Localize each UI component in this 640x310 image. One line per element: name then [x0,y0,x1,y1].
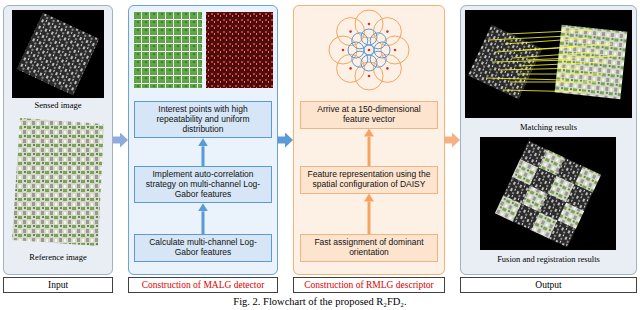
illustration-part [507,30,592,34]
image-ground [12,10,104,98]
reference-image [12,118,104,246]
panel-grounds [3,5,637,275]
illustration-part [355,10,383,38]
illustration-part [368,49,371,52]
illustration-part [355,62,383,90]
image-label: Reference image [3,252,113,262]
feature-map-image [134,12,202,88]
input-panel-ground [3,5,113,275]
illustration-part [492,60,572,62]
image-label: Sensed image [3,100,113,110]
detector-images [134,12,273,88]
stage-arrow [445,137,452,144]
detector-panel-ground [128,5,278,275]
figure-caption: Fig. 2. Flowchart of the proposed R₂FD₂. [0,296,640,308]
illustration-part [373,18,401,46]
illustration-part [349,67,352,70]
panel-heading: Construction of MALG detector [128,277,278,293]
sensed-image [12,10,104,98]
step-text: Implement auto-correlation strategy on m… [139,170,267,199]
output-panel: Output [460,5,637,275]
illustration-part [498,68,580,70]
flow-arrow [202,146,205,166]
illustration-part [503,90,586,92]
step-text: Fast assignment of dominant orientation [305,238,433,258]
illustration-part [364,45,374,55]
descriptor-panel: Construction of RMLG descriptorArrive at… [293,5,445,275]
illustration-part [394,49,397,52]
process-box: Interest points with high repeatability … [134,101,272,138]
optical-image [12,118,104,246]
illustration-part [524,44,612,50]
step-text: Feature representation using the spatial… [305,170,433,190]
daisy-centres [342,23,397,78]
match-lines [486,30,616,92]
step-text: Calculate multi-channel Log-Gabor featur… [139,238,267,258]
illustration-part [368,75,371,78]
illustration-part [373,54,401,82]
illustration-part [517,74,603,75]
daisy-pattern [329,10,409,90]
illustration-part [386,30,389,33]
illustration-part [368,23,371,26]
illustration-part [510,82,596,83]
checkerboard-mosaic [495,141,601,247]
process-box: Implement auto-correlation strategy on m… [134,166,272,203]
detector-panel: Construction of MALG detectorInterest po… [128,5,278,275]
output-panel-ground [460,5,637,275]
stage-arrow [113,137,120,144]
image-label: Fusion and registration results [460,254,637,264]
image-ground [465,10,632,118]
illustration-part [527,56,616,60]
illustration-part [337,18,365,46]
process-box: Fast assignment of dominant orientation [300,234,438,262]
illustration-part [505,38,590,44]
image-ground [480,137,616,250]
panel-heading: Output [460,277,637,293]
illustration-part [374,42,390,58]
flow-arrow [368,202,371,234]
interest-point-image [206,12,273,88]
stage-arrow [278,137,285,144]
illustration-part [348,42,364,58]
panel-heading: Input [3,277,113,293]
illustration-part [361,55,377,71]
illustration-part [549,221,576,248]
input-panel: Input [3,5,113,275]
illustration-part [329,36,357,64]
illustration-part [361,29,377,45]
illustration-part [337,54,365,82]
sar-image [17,13,99,95]
illustration-part [488,36,568,40]
process-box: Feature representation using the spatial… [300,166,438,194]
illustration-part [386,67,389,70]
matching-image [465,10,632,118]
illustration-part [520,62,606,66]
illustration-part [381,36,409,64]
illustration-part [486,78,566,80]
step-text: Interest points with high repeatability … [139,105,267,134]
daisy-outer-ring [329,10,409,90]
image-label: Matching results [460,122,637,132]
descriptor-panel-ground [293,5,445,275]
illustration-part [342,49,345,52]
process-box: Arrive at a 150-dimensional feature vect… [300,101,438,129]
step-text: Arrive at a 150-dimensional feature vect… [305,105,433,125]
flow-arrow [368,137,371,166]
panel-heading: Construction of RMLG descriptor [293,277,445,293]
process-box: Calculate multi-channel Log-Gabor featur… [134,234,272,262]
daisy-inner-ring [348,29,390,71]
fusion-image [480,137,616,250]
illustration-part [349,30,352,33]
flow-arrow [202,211,205,234]
